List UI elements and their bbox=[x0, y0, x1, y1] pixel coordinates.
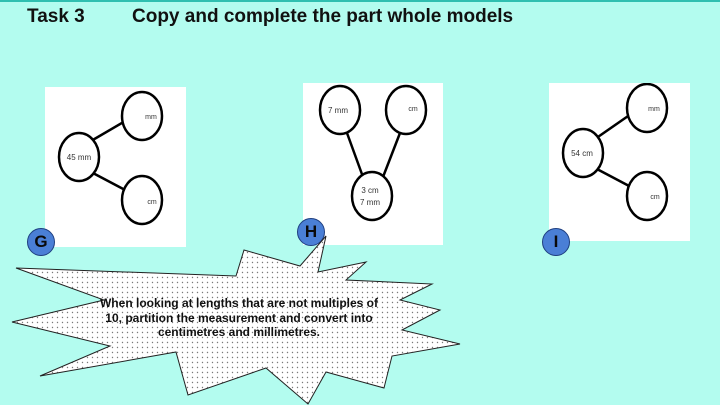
part-bottom-unit: cm bbox=[650, 194, 660, 201]
label-badge-g: G bbox=[27, 228, 55, 256]
task-instruction: Copy and complete the part whole models bbox=[132, 6, 514, 27]
part-left-value: 7 mm bbox=[328, 106, 348, 115]
task-label: Task 3 bbox=[27, 6, 85, 27]
part-circle-left[interactable]: 7 mm bbox=[318, 84, 362, 136]
whole-value-line1: 3 cm bbox=[361, 186, 379, 195]
part-top-unit: mm bbox=[648, 106, 660, 113]
part-circle-bottom[interactable]: cm bbox=[625, 170, 669, 222]
part-whole-model-h: 7 mm cm 3 cm 7 mm bbox=[303, 83, 443, 245]
part-whole-model-i: 54 cm mm cm bbox=[549, 83, 690, 241]
label-badge-h: H bbox=[297, 218, 325, 246]
page-title: Task 3 Copy and complete the part whole m… bbox=[27, 6, 513, 28]
part-bottom-unit: cm bbox=[147, 199, 157, 206]
whole-circle[interactable]: 45 mm bbox=[57, 131, 101, 183]
whole-value-line2: 7 mm bbox=[360, 198, 380, 207]
starburst-shape bbox=[11, 235, 461, 405]
top-border-line bbox=[0, 0, 720, 2]
whole-value: 54 cm bbox=[571, 149, 593, 158]
whole-circle[interactable]: 54 cm bbox=[561, 127, 605, 179]
whole-circle[interactable]: 3 cm 7 mm bbox=[350, 170, 394, 222]
part-top-unit: mm bbox=[145, 114, 157, 121]
callout-text: When looking at lengths that are not mul… bbox=[99, 296, 378, 339]
part-circle-bottom[interactable]: cm bbox=[120, 174, 164, 226]
whole-value: 45 mm bbox=[67, 153, 92, 162]
part-right-unit: cm bbox=[408, 106, 418, 113]
part-circle-top[interactable]: mm bbox=[120, 90, 164, 142]
label-badge-i: I bbox=[542, 228, 570, 256]
part-circle-top[interactable]: mm bbox=[625, 83, 669, 134]
part-whole-model-g: 45 mm mm cm bbox=[45, 87, 186, 247]
part-circle-right[interactable]: cm bbox=[384, 84, 428, 136]
